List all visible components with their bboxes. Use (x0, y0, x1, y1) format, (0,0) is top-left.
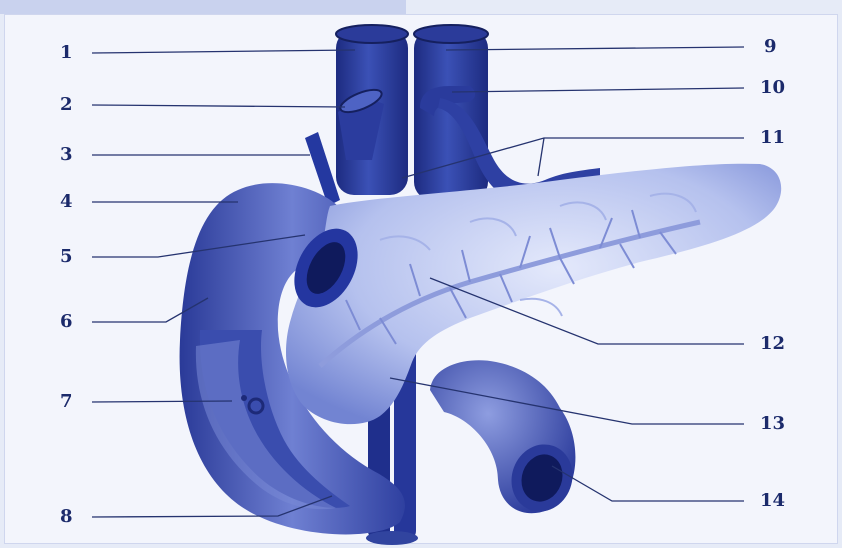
mesenteric-vessel-ends (366, 531, 418, 545)
label-4: 4 (60, 192, 73, 212)
leader-line-1 (92, 50, 355, 53)
leader-line-2 (92, 105, 345, 107)
label-7: 7 (60, 392, 73, 412)
label-2: 2 (60, 95, 73, 115)
vena-cava-opening (336, 25, 408, 43)
label-12: 12 (760, 334, 785, 354)
minor-papilla (241, 395, 247, 401)
leader-line-11b (538, 138, 544, 176)
label-10: 10 (760, 78, 785, 98)
label-1: 1 (60, 43, 73, 63)
label-5: 5 (60, 247, 73, 267)
label-9: 9 (764, 37, 777, 57)
leader-line-10 (452, 88, 744, 92)
aorta-opening (414, 25, 488, 43)
leader-line-14 (552, 466, 744, 501)
label-11: 11 (760, 128, 785, 148)
leader-line-9 (446, 47, 744, 50)
jejunum (430, 360, 582, 520)
label-13: 13 (760, 414, 785, 434)
label-6: 6 (60, 312, 73, 332)
label-3: 3 (60, 145, 73, 165)
label-8: 8 (60, 507, 73, 527)
label-14: 14 (760, 491, 785, 511)
